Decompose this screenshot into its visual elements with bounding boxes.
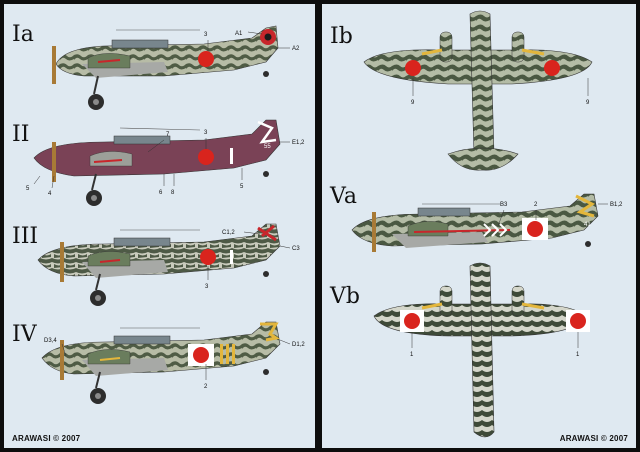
callout-ii-e12: E1,2 bbox=[292, 140, 305, 146]
profile-label-vb: Vb bbox=[330, 284, 360, 309]
callout-va-b3: B3 bbox=[500, 202, 508, 208]
copyright-left: ARAWASI © 2007 bbox=[12, 434, 81, 443]
profile-label-ii: II bbox=[12, 122, 30, 147]
tail-code-va: 41 bbox=[584, 222, 591, 228]
callout-ii-7: 7 bbox=[166, 132, 170, 138]
callout-ii-5a: 5 bbox=[26, 186, 30, 192]
callout-iv-2: 2 bbox=[204, 384, 208, 390]
profile-ia: 3 A1 A2 bbox=[52, 25, 300, 110]
callout-iii-3: 3 bbox=[205, 284, 209, 290]
callout-ia-a2: A2 bbox=[292, 46, 300, 52]
callout-ia-a1: A1 bbox=[235, 31, 243, 37]
profile-label-iv: IV bbox=[12, 322, 37, 347]
profile-iv: D3,4 D1,2 2 bbox=[41, 321, 305, 404]
profile-label-iii: III bbox=[12, 224, 39, 249]
callout-ib-9a: 9 bbox=[411, 100, 415, 106]
callout-ia-3: 3 bbox=[204, 32, 208, 38]
tail-code-ii: 55 bbox=[264, 144, 271, 150]
profile-label-ia: Ia bbox=[12, 22, 34, 47]
decal-sheet-right: 9 9 41 B3 2 B1,2 bbox=[322, 4, 636, 448]
callout-iv-d34: D3,4 bbox=[44, 338, 57, 344]
callout-iii-c3: C3 bbox=[292, 246, 300, 252]
decal-sheet-left: 3 A1 A2 55 7 3 bbox=[4, 4, 315, 448]
profile-va: 41 B3 2 B1,2 bbox=[351, 193, 623, 252]
copyright-right: ARAWASI © 2007 bbox=[559, 434, 628, 443]
profile-label-ib: Ib bbox=[330, 24, 353, 49]
left-profiles-artwork: 3 A1 A2 55 7 3 bbox=[26, 25, 305, 404]
callout-vb-1a: 1 bbox=[410, 352, 414, 358]
callout-va-b12: B1,2 bbox=[610, 202, 623, 208]
profile-ib: 9 9 bbox=[363, 10, 593, 171]
callout-va-2: 2 bbox=[534, 202, 538, 208]
right-profiles-artwork: 9 9 41 B3 2 B1,2 bbox=[351, 10, 623, 438]
callout-ii-5b: 5 bbox=[240, 184, 244, 190]
callout-iv-d12: D1,2 bbox=[292, 342, 305, 348]
callout-ii-4: 4 bbox=[48, 191, 52, 197]
callout-ii-6: 6 bbox=[159, 190, 163, 196]
callout-ii-8: 8 bbox=[171, 190, 175, 196]
callout-iii-c12: C1,2 bbox=[222, 230, 235, 236]
profile-iii: C1,2 C3 3 bbox=[37, 223, 300, 306]
callout-vb-1b: 1 bbox=[576, 352, 580, 358]
profile-ii: 55 7 3 E1,2 5 4 6 8 5 bbox=[26, 119, 305, 206]
profile-label-va: Va bbox=[330, 184, 357, 209]
callout-ib-9b: 9 bbox=[586, 100, 590, 106]
callout-ii-3: 3 bbox=[204, 130, 208, 136]
profile-vb: 1 1 bbox=[373, 262, 590, 438]
